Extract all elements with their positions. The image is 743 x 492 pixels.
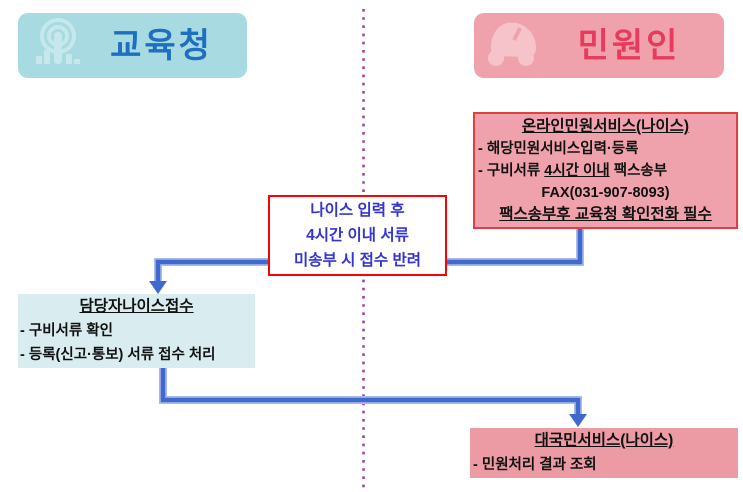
online-service-line-entry: - 해당민원서비스입력·등록 xyxy=(478,141,639,157)
flow-arrow-receipt-to-public-halo xyxy=(159,368,582,415)
fax-number: FAX(031-907-8093) xyxy=(541,185,670,201)
car-icon xyxy=(484,16,548,75)
petitioner-label: 민원인 xyxy=(577,26,681,65)
warning-line-3: 미송부 시 접수 반려 xyxy=(294,252,421,269)
online-service-title: 온라인민원서비스(나이스) xyxy=(521,118,690,135)
nice-warning-box: 나이스 입력 후 4시간 이내 서류 미송부 시 접수 반려 xyxy=(268,195,447,276)
header-education-office: 교육청 xyxy=(18,13,247,78)
touch-icon xyxy=(28,16,90,75)
online-service-footer-note: 팩스송부후 교육청 확인전화 필수 xyxy=(499,206,712,223)
flow-arrow-receipt-to-public xyxy=(160,368,581,415)
staff-receipt-title: 담당자나이스접수 xyxy=(79,298,194,315)
flow-arrowhead-public xyxy=(569,414,587,427)
online-service-line-fax-send: - 구비서류 4시간 이내 팩스송부 xyxy=(478,163,668,179)
staff-receipt-line-process: - 등록(신고·통보) 서류 접수 처리 xyxy=(20,347,216,363)
staff-receipt-line-check: - 구비서류 확인 xyxy=(20,323,113,339)
four-hour-emphasis: 4시간 이내 xyxy=(544,163,610,179)
education-office-label: 교육청 xyxy=(110,26,213,65)
public-service-title: 대국민서비스(나이스) xyxy=(534,432,674,449)
warning-line-1: 나이스 입력 후 xyxy=(310,202,405,219)
flow-arrowhead-receipt xyxy=(149,281,167,294)
warning-line-2: 4시간 이내 서류 xyxy=(306,227,409,244)
online-service-box: 온라인민원서비스(나이스) - 해당민원서비스입력·등록 - 구비서류 4시간 … xyxy=(473,112,738,229)
header-petitioner: 민원인 xyxy=(474,13,724,78)
public-service-line-result: - 민원처리 결과 조회 xyxy=(473,457,597,473)
public-service-box: 대국민서비스(나이스) - 민원처리 결과 조회 xyxy=(470,428,738,478)
staff-receipt-box: 담당자나이스접수 - 구비서류 확인 - 등록(신고·통보) 서류 접수 처리 xyxy=(18,294,255,368)
